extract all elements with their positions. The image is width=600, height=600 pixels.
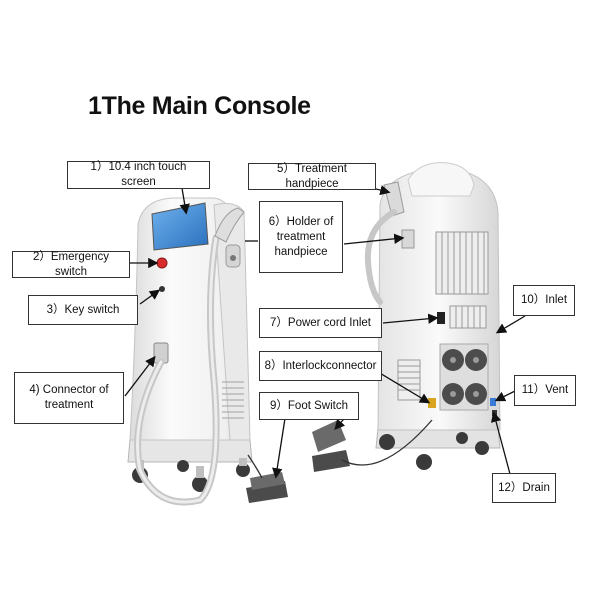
key-switch-icon [159,286,165,292]
leader-4 [124,355,156,397]
label-connector-of-treatment: 4) Connector of treatment [14,372,124,424]
label-drain: 12）Drain [492,473,556,503]
label-vent: 11）Vent [514,375,576,406]
rear-grille-left [397,359,421,401]
foot-switch-front [246,454,288,503]
leader-11 [494,390,516,402]
leader-9a [272,411,287,479]
power-inlet-icon [437,312,445,324]
front-console [127,197,253,506]
leader-6 [343,233,405,245]
rear-wheels [379,432,489,470]
label-inlet: 10）Inlet [513,285,575,316]
leader-10 [495,315,526,334]
label-key-switch: 3）Key switch [28,295,138,325]
leader-3 [139,289,161,305]
leader-1 [179,187,190,215]
leader-12 [490,411,511,475]
interlock-connector-icon [428,398,436,408]
emergency-switch-icon [156,257,168,269]
label-power-cord-inlet: 7）Power cord Inlet [259,308,382,338]
label-foot-switch: 9）Foot Switch [259,392,359,420]
rear-grille-mid [449,305,487,329]
diagram-title: 1The Main Console [88,92,311,120]
rear-grille-upper [435,231,489,295]
label-holder-of-handpiece: 6）Holder of treatment handpiece [259,201,343,273]
label-emergency-switch: 2）Emergency switch [12,251,130,278]
cooling-fans-icon [439,343,489,411]
leader-8 [377,371,431,404]
leader-7 [382,313,439,324]
label-touch-screen: 1）10.4 inch touch screen [67,161,210,189]
label-interlock-connector: 8）Interlockconnector [259,351,382,381]
leader-lines [124,185,526,479]
label-treatment-handpiece: 5）Treatment handpiece [248,163,376,190]
front-vent-icon [222,381,244,419]
rear-console [364,162,501,470]
